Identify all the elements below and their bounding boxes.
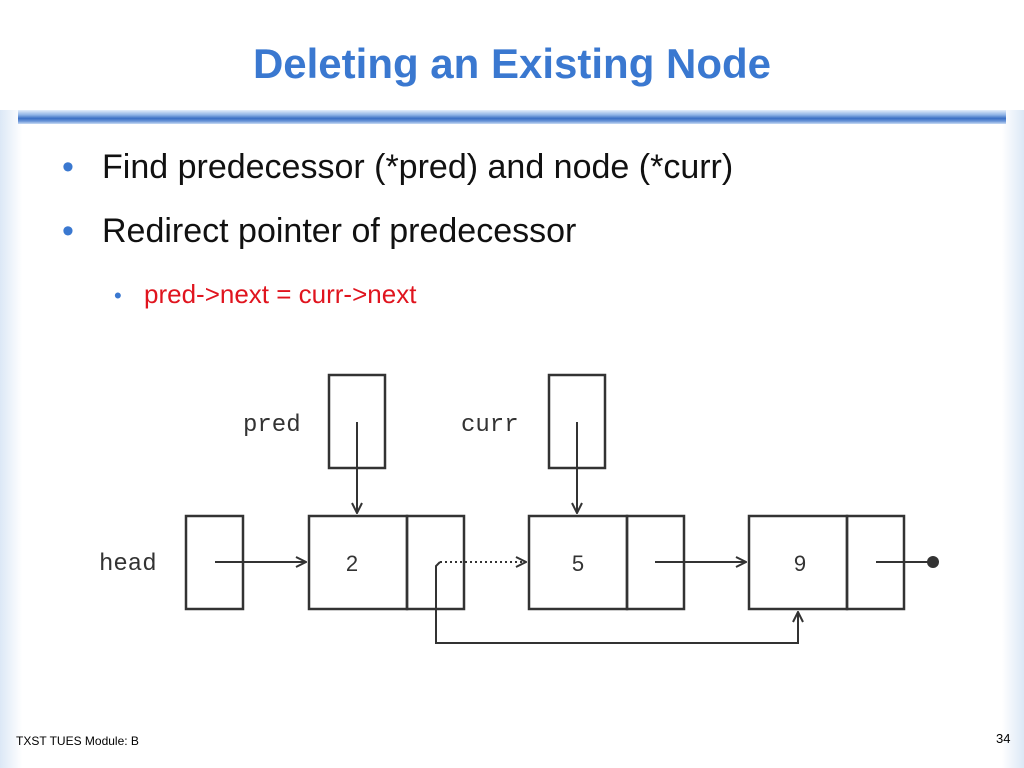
head-label: head <box>99 551 157 578</box>
bullet-item: • Redirect pointer of predecessor <box>62 212 576 251</box>
bullet-text: Redirect pointer of predecessor <box>102 212 577 250</box>
right-edge-gradient <box>1002 110 1024 768</box>
left-edge-gradient <box>0 110 22 768</box>
bullet-item: • Find predecessor (*pred) and node (*cur… <box>62 148 733 187</box>
bullet-dot: • <box>62 148 74 186</box>
node-9-value: 9 <box>794 551 806 576</box>
node-5-value: 5 <box>572 551 584 576</box>
bullet-dot: • <box>114 283 122 308</box>
sub-bullet-item: • pred->next = curr->next <box>114 279 416 310</box>
curr-label: curr <box>461 412 519 439</box>
bullet-dot: • <box>62 212 74 250</box>
sub-bullet-text: pred->next = curr->next <box>144 279 417 309</box>
bullet-text: Find predecessor (*pred) and node (*curr… <box>102 148 734 186</box>
null-terminator-dot <box>927 556 939 568</box>
title-divider <box>18 110 1006 124</box>
redirected-next-arrow <box>435 561 798 644</box>
pred-label: pred <box>243 412 301 439</box>
node-2-value: 2 <box>346 551 358 576</box>
page-number: 34 <box>996 731 1011 746</box>
slide-title: Deleting an Existing Node <box>252 40 772 87</box>
footer-text: TXST TUES Module: B <box>16 734 139 748</box>
